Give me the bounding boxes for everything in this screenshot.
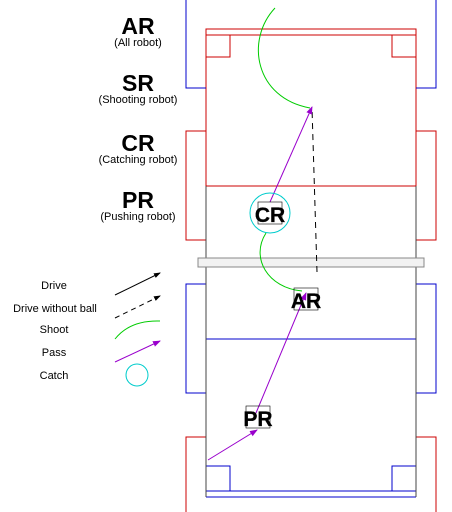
red-left-lane-1 — [185, 130, 206, 241]
legend: Drive Drive without ball Shoot Pass Catc… — [13, 272, 161, 387]
role-desc-sr: (Shooting robot) — [99, 94, 178, 106]
role-code-cr: CR — [121, 130, 155, 156]
robot-box-pr — [245, 405, 271, 429]
legend-catch-circle — [125, 363, 149, 387]
role-code-ar: AR — [121, 13, 155, 39]
legend-drive-without-ball-arrow — [114, 295, 161, 319]
blue-right-lane-top — [416, 0, 437, 89]
legend-label-catch: Catch — [40, 370, 69, 382]
drive-without-ball-path — [311, 107, 318, 273]
robot-box-cr — [257, 201, 283, 225]
red-outer-boundary — [205, 28, 417, 187]
blue-right-corner — [391, 465, 417, 492]
red-right-lane-1 — [416, 130, 437, 241]
role-code-sr: SR — [122, 70, 154, 96]
red-left-lane-bottom — [185, 436, 206, 512]
robot-label-ar: AR — [291, 290, 321, 313]
role-labels: AR (All robot) SR (Shooting robot) CR (C… — [99, 13, 178, 223]
pass-start-to-pr — [207, 429, 258, 461]
red-right-corner — [391, 34, 417, 58]
blue-left-corner — [205, 465, 231, 492]
red-left-corner — [205, 34, 231, 58]
middle-field — [205, 186, 417, 497]
play-paths — [207, 7, 318, 461]
pass-cr-to-sr — [269, 106, 313, 203]
legend-drive-arrow — [114, 272, 161, 296]
blue-field — [185, 0, 437, 498]
robot-label-pr: PR — [243, 408, 272, 431]
legend-label-drive: Drive — [41, 280, 67, 292]
legend-label-pass: Pass — [42, 347, 67, 359]
blue-left-lane-top — [185, 0, 206, 89]
role-desc-cr: (Catching robot) — [99, 154, 178, 166]
catch-circle-cr — [249, 192, 291, 234]
center-divider — [197, 257, 425, 268]
legend-shoot-curve — [114, 320, 161, 340]
robot-label-cr: CR — [255, 204, 285, 227]
legend-label-drive-without-ball: Drive without ball — [13, 303, 97, 315]
blue-right-lane-mid — [416, 283, 437, 394]
red-field — [185, 28, 437, 512]
robot-markers: CR AR PR — [243, 201, 321, 431]
shoot-arc-top — [257, 7, 311, 109]
legend-label-shoot: Shoot — [40, 324, 69, 336]
robot-box-ar — [293, 287, 319, 311]
shoot-arc-mid — [259, 232, 303, 292]
blue-left-lane-mid — [185, 283, 206, 394]
role-desc-ar: (All robot) — [114, 37, 162, 49]
pass-pr-to-ar — [255, 292, 307, 414]
role-code-pr: PR — [122, 187, 154, 213]
legend-pass-arrow — [114, 340, 161, 363]
red-right-lane-bottom — [416, 436, 437, 512]
role-desc-pr: (Pushing robot) — [100, 211, 175, 223]
